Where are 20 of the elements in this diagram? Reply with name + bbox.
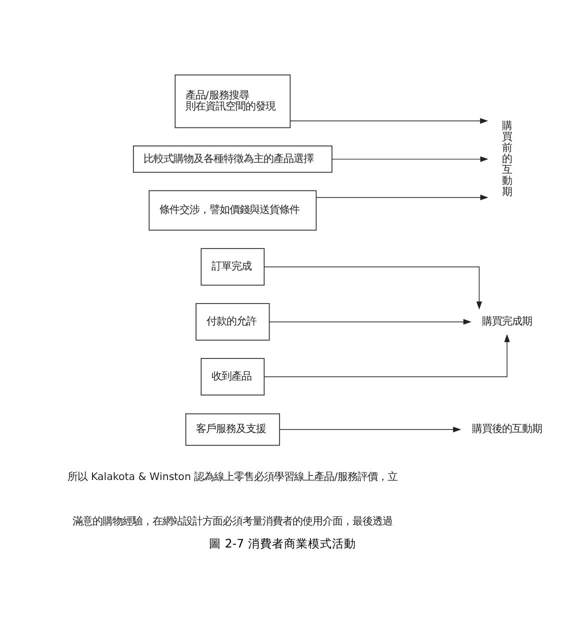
label: 所以 Kalakota & Winston 認為線上零售必須學習線上產品/服務評價，立 — [68, 470, 398, 482]
node-text: 購買完成期 — [482, 315, 532, 328]
node-box: 比較式購物及各種特徵為主的產品選擇 — [132, 145, 332, 172]
arrow — [332, 156, 488, 162]
arrow — [316, 194, 488, 200]
label: 滿意的購物經驗，在網站設計方面必須考量消費者的使用介面，最後透過 — [72, 515, 393, 528]
node-box: 訂單完成 — [200, 248, 265, 286]
node-box: 付款的允許 — [196, 302, 270, 340]
arrow — [269, 318, 472, 324]
node-text: 購買前的互動期 — [502, 119, 512, 198]
node-box: 產品/服務搜尋則在資訊空間的發現 — [174, 74, 291, 128]
arrow — [264, 334, 510, 377]
node-box: 條件交涉，譬如價錢與送貨條件 — [148, 190, 317, 230]
node-box: 客戶服務及支援 — [185, 412, 280, 446]
node-box: 收到產品 — [200, 358, 265, 396]
arrow — [264, 266, 482, 310]
node-text: 購買後的互動期 — [472, 422, 542, 435]
arrow — [290, 118, 488, 124]
arrow — [279, 426, 462, 432]
caption: 圖 2-7 消費者商業模式活動 — [209, 536, 356, 550]
